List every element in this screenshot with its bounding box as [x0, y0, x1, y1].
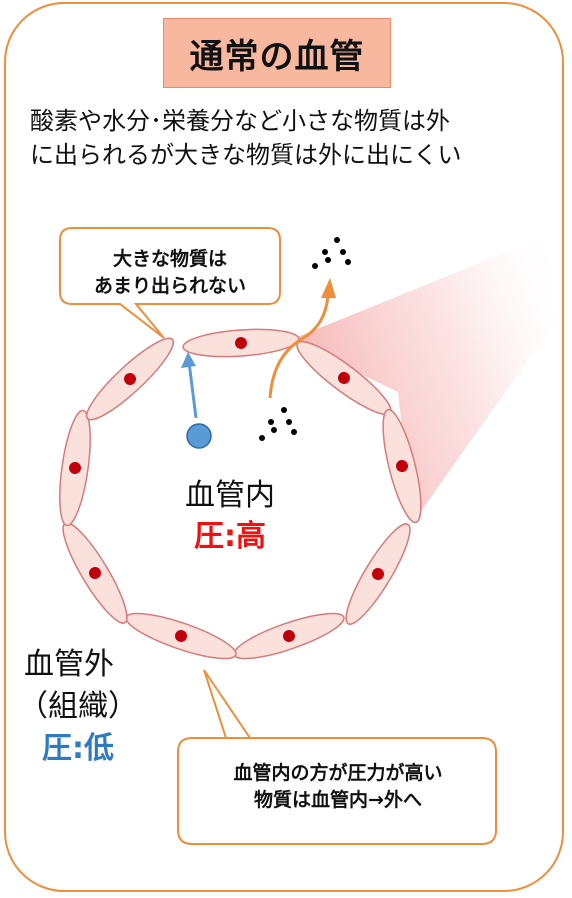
intro-line: に出られるが大きな物質は外に出にくい — [30, 141, 462, 169]
nucleus — [396, 460, 408, 472]
cell — [85, 337, 175, 421]
endothelial-cells — [59, 328, 422, 660]
inside-pressure-label: 圧:高 — [194, 519, 266, 554]
callout-bottom-text: 血管内の方が圧力が高い 物質は血管内→外へ — [180, 760, 496, 814]
orange-arrow — [268, 295, 330, 399]
nucleus — [69, 462, 81, 474]
magnified-gap-wedge — [290, 232, 556, 524]
cell — [345, 523, 411, 625]
orange-arrow-head — [321, 278, 336, 298]
small-molecules-inside — [259, 407, 297, 441]
cell — [382, 408, 422, 524]
callout-line: あまり出られない — [93, 275, 246, 297]
nucleus — [124, 373, 136, 385]
blue-arrow-head — [181, 352, 196, 368]
large-molecule — [186, 423, 212, 449]
callout-top-text: 大きな物質は あまり出られない — [60, 246, 280, 300]
outside-tissue-label: （組織） — [18, 689, 138, 724]
callout-line: 大きな物質は — [112, 248, 227, 270]
nucleus — [283, 630, 295, 642]
cell — [125, 612, 237, 660]
intro-text: 酸素や水分･栄養分など小さな物質は外 に出られるが大きな物質は外に出にくい — [30, 104, 550, 172]
cell — [59, 409, 91, 527]
intro-line: 酸素や水分･栄養分など小さな物質は外 — [30, 107, 450, 135]
callout-bottom-box — [177, 669, 497, 845]
nucleus — [175, 630, 187, 642]
cell — [233, 612, 345, 660]
blue-arrow — [187, 361, 198, 419]
nucleus — [372, 568, 384, 580]
small-molecules-outside — [312, 237, 351, 269]
inside-label: 血管内 — [185, 478, 275, 513]
cell — [182, 328, 300, 358]
callout-top-box — [59, 227, 281, 339]
outside-label: 血管外 — [24, 647, 114, 682]
panel-frame — [4, 2, 564, 892]
outside-pressure-label: 圧:低 — [42, 731, 114, 766]
nucleus — [89, 567, 101, 579]
callout-line: 物質は血管内→外へ — [254, 789, 422, 811]
callout-line: 血管内の方が圧力が高い — [233, 762, 443, 784]
nucleus — [338, 372, 350, 384]
page-title: 通常の血管 — [163, 18, 391, 88]
nucleus — [235, 337, 247, 349]
cell — [62, 522, 128, 624]
